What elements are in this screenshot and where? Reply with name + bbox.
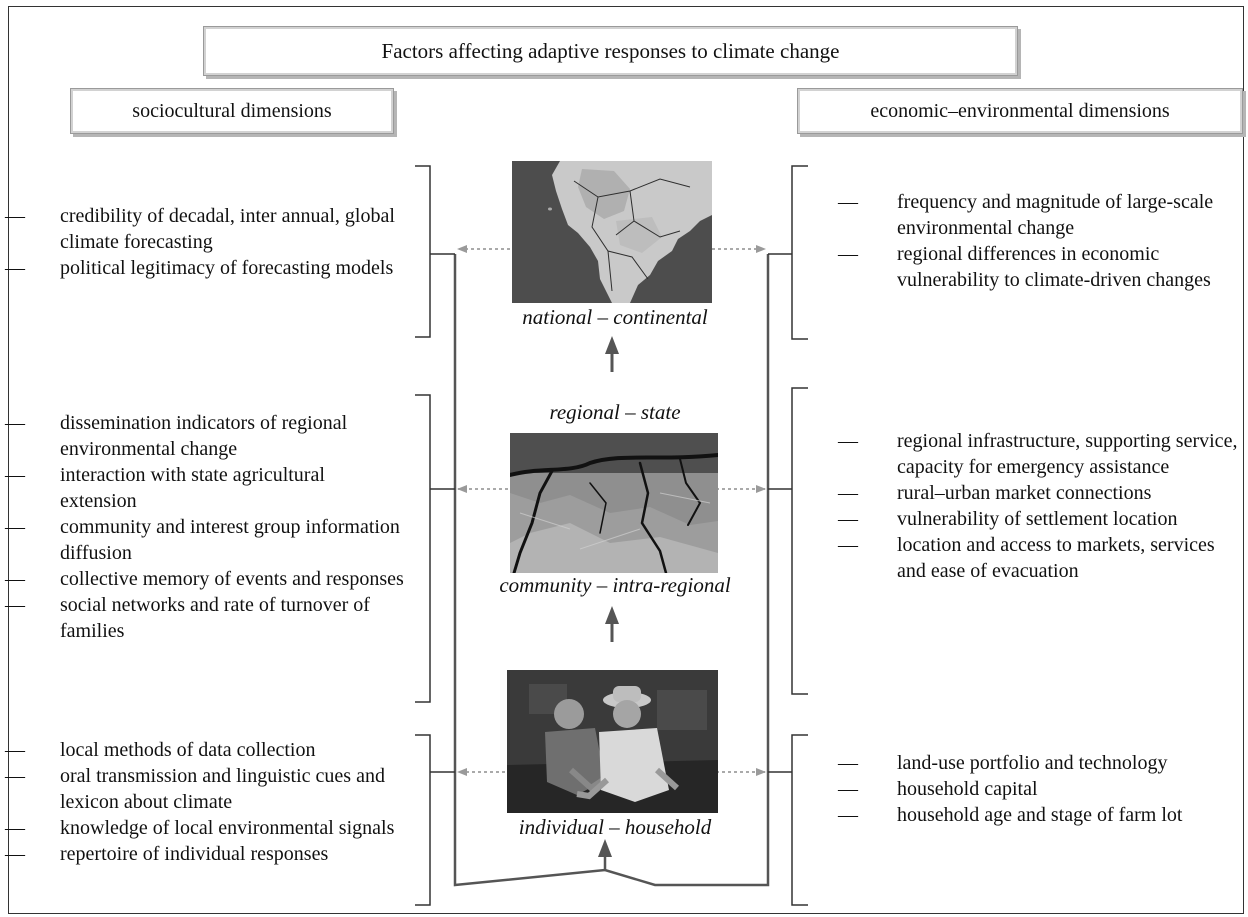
farmers-household-image: [507, 670, 718, 813]
dash-marker: —: [5, 817, 25, 839]
factor-text: political legitimacy of forecasting mode…: [60, 257, 394, 279]
factor-text: household age and stage of farm lot: [897, 804, 1183, 826]
list-item: — household capital: [805, 776, 1245, 802]
sociocultural-header: sociocultural dimensions: [70, 88, 394, 134]
factor-text: oral transmission and linguistic cues an…: [60, 765, 385, 813]
bracket-right-national: [791, 165, 808, 340]
left-trunk-line: [453, 254, 770, 887]
factor-text: local methods of data collection: [60, 739, 316, 761]
dash-marker: —: [838, 482, 858, 504]
list-item: — dissemination indicators of regional en…: [5, 410, 405, 462]
dash-marker: —: [838, 778, 858, 800]
dash-marker: —: [5, 464, 25, 486]
list-item: — land-use portfolio and technology: [805, 750, 1245, 776]
dash-marker: —: [5, 843, 25, 865]
regional-satellite-image: [510, 433, 718, 573]
factor-text: credibility of decadal, inter annual, gl…: [60, 205, 395, 253]
economic-regional-list: — regional infrastructure, supporting ser…: [805, 428, 1245, 584]
dash-marker: —: [5, 205, 25, 227]
bracket-left-individual: [415, 734, 431, 906]
dash-marker: —: [838, 534, 858, 556]
up-arrow-to-individual-head: [598, 839, 612, 857]
list-item: — collective memory of events and respons…: [5, 566, 405, 592]
bracket-left-national: [415, 165, 431, 338]
dash-marker: —: [838, 191, 858, 213]
factor-text: knowledge of local environmental signals: [60, 817, 395, 839]
dash-marker: —: [5, 568, 25, 590]
factor-text: repertoire of individual responses: [60, 843, 329, 865]
list-item: — location and access to markets, service…: [805, 532, 1245, 584]
sociocultural-individual-list: — local methods of data collection — oral …: [5, 737, 405, 867]
list-item: — knowledge of local environmental signal…: [5, 815, 405, 841]
factor-text: dissemination indicators of regional env…: [60, 412, 348, 460]
bracket-left-regional: [415, 394, 431, 703]
list-item: — vulnerability of settlement location: [805, 506, 1245, 532]
dash-marker: —: [5, 765, 25, 787]
scale-label-regional: regional – state: [549, 400, 681, 424]
factor-text: household capital: [897, 778, 1038, 800]
list-item: — regional infrastructure, supporting ser…: [805, 428, 1245, 480]
dash-marker: —: [838, 243, 858, 265]
sociocultural-national-list: — credibility of decadal, inter annual, g…: [5, 203, 405, 281]
list-item: — rural–urban market connections: [805, 480, 1245, 506]
south-america-map-image: [512, 161, 712, 303]
list-item: — regional differences in economic vulner…: [805, 241, 1245, 293]
dash-marker: —: [838, 804, 858, 826]
list-item: — interaction with state agricultural ext…: [5, 462, 405, 514]
dash-marker: —: [5, 594, 25, 616]
factor-text: frequency and magnitude of large-scale e…: [897, 191, 1214, 239]
factor-text: regional infrastructure, supporting serv…: [897, 430, 1238, 478]
list-item: — credibility of decadal, inter annual, g…: [5, 203, 405, 255]
list-item: — political legitimacy of forecasting mod…: [5, 255, 405, 281]
dash-marker: —: [838, 752, 858, 774]
up-arrow-to-regional-head: [605, 606, 619, 624]
list-item: — community and interest group informatio…: [5, 514, 405, 566]
economic-environmental-header: economic–environmental dimensions: [797, 88, 1243, 134]
factor-text: land-use portfolio and technology: [897, 752, 1168, 774]
scale-label-national: national – continental: [522, 305, 708, 329]
diagram-title: Factors affecting adaptive responses to …: [203, 26, 1018, 76]
list-item: — local methods of data collection: [5, 737, 405, 763]
dash-marker: —: [5, 739, 25, 761]
factor-text: vulnerability of settlement location: [897, 508, 1178, 530]
scale-label-community: community – intra-regional: [499, 573, 731, 597]
list-item: — household age and stage of farm lot: [805, 802, 1245, 828]
outer-frame: [8, 6, 1244, 914]
factor-text: rural–urban market connections: [897, 482, 1152, 504]
dash-marker: —: [838, 508, 858, 530]
dash-marker: —: [838, 430, 858, 452]
up-arrow-to-national-head: [605, 336, 619, 354]
bracket-right-regional: [791, 387, 808, 695]
factor-text: location and access to markets, services…: [897, 534, 1215, 582]
economic-national-list: — frequency and magnitude of large-scale …: [805, 189, 1245, 293]
factor-text: community and interest group information…: [60, 516, 400, 564]
list-item: — oral transmission and linguistic cues a…: [5, 763, 405, 815]
factor-text: interaction with state agricultural exte…: [60, 464, 325, 512]
dash-marker: —: [5, 516, 25, 538]
scale-label-individual: individual – household: [518, 815, 712, 839]
list-item: — frequency and magnitude of large-scale …: [805, 189, 1245, 241]
dash-marker: —: [5, 257, 25, 279]
factor-text: collective memory of events and response…: [60, 568, 404, 590]
economic-individual-list: — land-use portfolio and technology — hous…: [805, 750, 1245, 828]
factor-text: social networks and rate of turnover of …: [60, 594, 370, 642]
bracket-right-individual: [791, 734, 808, 906]
factor-text: regional differences in economic vulnera…: [897, 243, 1211, 291]
dash-marker: —: [5, 412, 25, 434]
list-item: — social networks and rate of turnover of…: [5, 592, 405, 644]
list-item: — repertoire of individual responses: [5, 841, 405, 867]
sociocultural-regional-list: — dissemination indicators of regional en…: [5, 410, 405, 644]
